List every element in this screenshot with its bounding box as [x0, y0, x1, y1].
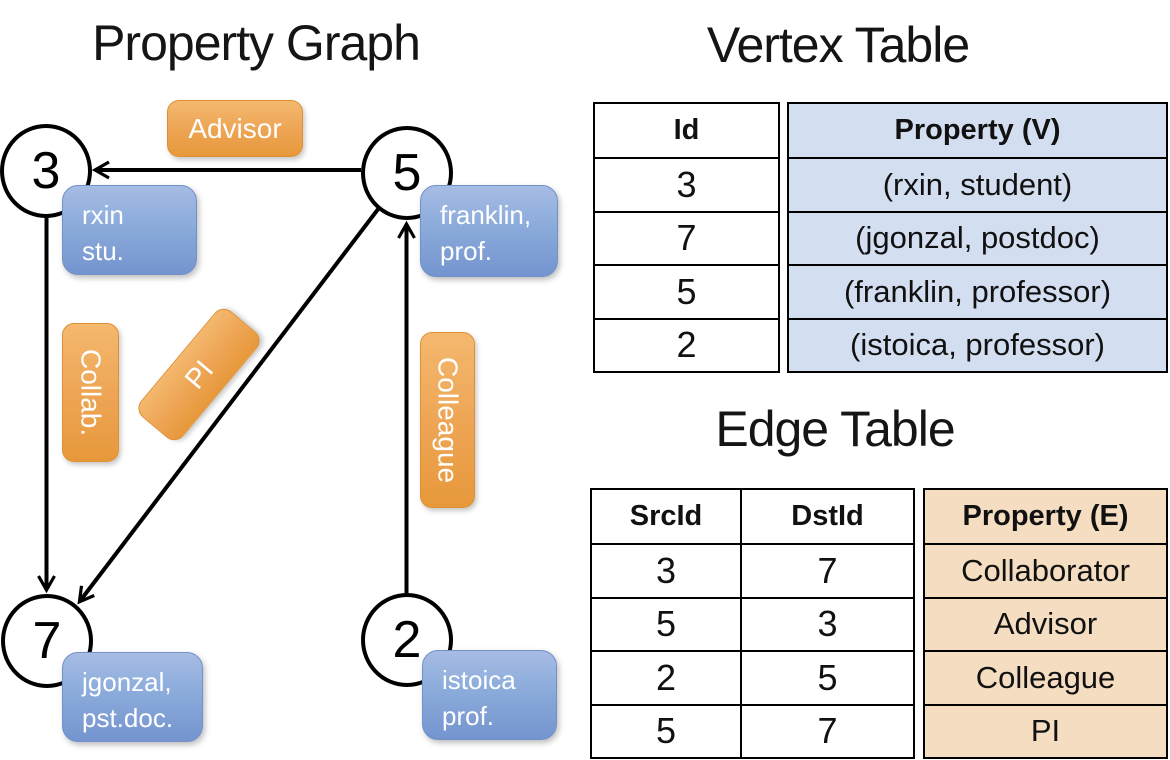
vertex-property-line: prof.	[442, 701, 495, 731]
edge-table-id-columns: SrcId DstId 3 7 5 3 2 5 5 7	[590, 488, 915, 759]
vertex-table-id-header: Id	[673, 114, 700, 147]
vertex-property-line: istoica	[442, 665, 516, 695]
vertex-property-line: pst.doc.	[82, 703, 174, 733]
edge-table-dstid-cell: 7	[742, 703, 913, 757]
edge-table-dstid-cell: 3	[742, 596, 913, 650]
vertex-table-title: Vertex Table	[706, 17, 970, 73]
edge-table-srcid-cell: 5	[592, 596, 742, 651]
vertex-table-property-cell: (jgonzal, postdoc)	[789, 210, 1166, 264]
edge-label-collab: Collab.	[62, 323, 119, 462]
vertex-table-property-cell: (franklin, professor)	[789, 264, 1166, 317]
vertex-property-box-jgonzal: jgonzal, pst.doc.	[62, 652, 203, 742]
edge-table-dstid-cell: 5	[742, 650, 913, 703]
vertex-property-box-rxin: rxin stu.	[62, 185, 197, 275]
edge-table-property-cell: Collaborator	[925, 543, 1166, 596]
edge-table-property-cell: Advisor	[925, 596, 1166, 650]
edge-table-dstid-cell: 7	[742, 543, 913, 596]
vertex-property-line: rxin	[82, 200, 124, 230]
vertex-id: 7	[32, 612, 62, 670]
edge-table-dstid-header: DstId	[791, 500, 864, 533]
vertex-table-id-cell: 3	[595, 157, 778, 210]
vertex-id: 3	[31, 142, 61, 200]
vertex-node-2: 2	[361, 593, 453, 687]
edge-label-text: Collab.	[75, 348, 107, 437]
edge-table-srcid-cell: 5	[592, 703, 742, 757]
vertex-table-id-cell: 5	[595, 264, 778, 317]
edge-pi-5-to-7	[77, 198, 387, 605]
vertex-id: 2	[392, 611, 422, 669]
vertex-table-property-header: Property (V)	[894, 114, 1061, 147]
vertex-property-line: jgonzal,	[82, 667, 172, 697]
edge-table-srcid-cell: 2	[592, 650, 742, 704]
edge-label-text: Colleague	[432, 356, 464, 484]
edge-label-colleague: Colleague	[420, 332, 475, 508]
graph-panel-title: Property Graph	[92, 15, 421, 71]
edge-table-property-cell: Colleague	[925, 650, 1166, 703]
vertex-table-id-cell: 2	[595, 317, 778, 371]
graph-edges-layer	[37, 160, 416, 605]
edge-table-title: Edge Table	[715, 401, 955, 457]
edge-table-srcid-header: SrcId	[592, 490, 742, 544]
edge-table-property-header: Property (E)	[962, 500, 1129, 533]
edge-label-advisor: Advisor	[167, 100, 303, 157]
edge-table-property-cell: PI	[925, 703, 1166, 757]
vertex-property-line: prof.	[440, 236, 493, 266]
vertex-property-line: franklin,	[440, 200, 532, 230]
edge-label-text: Advisor	[188, 112, 282, 144]
edge-table-property-column: Property (E) Collaborator Advisor Collea…	[923, 488, 1168, 759]
vertex-property-box-istoica: istoica prof.	[422, 650, 557, 740]
vertex-property-box-franklin: franklin, prof.	[420, 185, 558, 277]
vertex-table-property-column: Property (V) (rxin, student) (jgonzal, p…	[787, 102, 1168, 373]
vertex-table-id-column: Id 3 7 5 2	[593, 102, 780, 373]
vertex-table-property-cell: (istoica, professor)	[789, 317, 1166, 371]
vertex-table-property-cell: (rxin, student)	[789, 157, 1166, 210]
vertex-table-id-cell: 7	[595, 210, 778, 264]
edge-label-text: PI	[178, 354, 219, 395]
vertex-node-5: 5	[361, 126, 453, 220]
vertex-property-line: stu.	[82, 236, 124, 266]
vertex-id: 5	[392, 144, 422, 202]
edge-table-srcid-cell: 3	[592, 543, 742, 597]
